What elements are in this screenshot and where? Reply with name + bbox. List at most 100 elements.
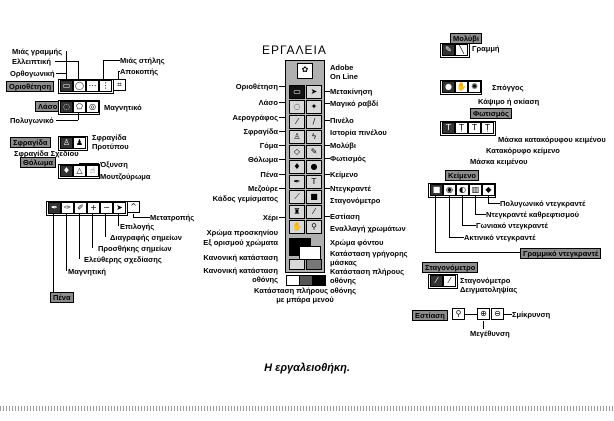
dodge-icon[interactable]: ● — [442, 81, 455, 93]
blur-icon[interactable]: ♦ — [60, 165, 73, 177]
diamond-gradient-icon[interactable]: ◆ — [482, 184, 495, 196]
label-gradient: Ντεγκραντέ — [330, 184, 371, 193]
pencil-tool-icon[interactable]: ✎ — [306, 145, 322, 159]
label-default-colors: Εξ ορισμού χρώματα — [203, 238, 278, 247]
label-color-sampler: Σταγονόμετρο Δειγματοληψίας — [460, 276, 518, 294]
crop-icon[interactable]: ⌗ — [113, 79, 126, 91]
line-icon[interactable]: ╲ — [455, 44, 468, 56]
lasso-icon[interactable]: ◌ — [60, 101, 73, 113]
direct-selection-icon[interactable]: ➤ — [113, 202, 126, 214]
type-tool-icon[interactable]: T — [306, 175, 322, 189]
label-pen: Πένα — [260, 170, 278, 179]
standard-screen-icon[interactable] — [286, 275, 300, 286]
stamp-tool-icon[interactable]: ♙ — [289, 130, 305, 144]
label-freeform-pen: Ελεύθερης σχεδίασης — [84, 255, 162, 264]
full-screen-icon[interactable] — [312, 275, 326, 286]
zoom-group-box: Εστίαση — [412, 310, 448, 321]
angle-gradient-icon[interactable]: ◐ — [456, 184, 469, 196]
label-adobe-online: Adobe On Line — [330, 63, 358, 81]
ellipse-marquee-icon[interactable]: ◯ — [73, 80, 86, 92]
reflected-gradient-icon[interactable]: ▥ — [469, 184, 482, 196]
label-rubber-stamp: Σφραγίδα Προτύπου — [92, 133, 129, 151]
label-move: Μετακίνηση — [330, 87, 373, 96]
column-marquee-icon[interactable]: ⋮ — [99, 80, 112, 92]
zoom-icon[interactable]: ⚲ — [452, 308, 465, 320]
label-vertical-type-mask: Μάσκα κατακόρυφου κειμένου — [498, 135, 606, 144]
vertical-type-icon[interactable]: T — [468, 122, 481, 134]
label-add-anchor: Προσθήκης σημείων — [98, 244, 172, 253]
label-zoom: Εστίαση — [330, 212, 360, 221]
label-history-brush: Ιστορία πινέλου — [330, 128, 387, 137]
label-polygonal-lasso: Πολυγωνικό — [10, 116, 54, 125]
history-brush-icon[interactable]: ϟ — [306, 130, 322, 144]
move-tool-icon[interactable]: ➤ — [306, 85, 322, 99]
marquee-options-strip: ▭ ◯ ⋯ ⋮ — [58, 79, 114, 94]
marquee-tool-icon[interactable]: ▭ — [289, 85, 305, 99]
dodge-options-strip: ● ✋ ✺ — [440, 80, 482, 95]
convert-point-icon[interactable]: ^ — [127, 201, 140, 213]
pen-icon[interactable]: ✒ — [48, 202, 61, 214]
rect-marquee-icon[interactable]: ▭ — [60, 80, 73, 92]
add-anchor-icon[interactable]: + — [87, 202, 100, 214]
label-blur: Θόλωμα — [247, 155, 278, 164]
zoom-tool-icon[interactable]: ⚲ — [306, 220, 322, 234]
label-reflected-gradient: Ντεγκραντέ καθρεφτισμού — [486, 210, 579, 219]
measure-tool-icon[interactable]: ⟋ — [289, 190, 305, 204]
magnetic-pen-icon[interactable]: ✑ — [61, 202, 74, 214]
label-type: Κείμενο — [330, 170, 358, 179]
dodge-tool-icon[interactable]: ● — [306, 160, 322, 174]
eyedropper-icon[interactable]: ⁄ — [430, 275, 443, 287]
magnetic-lasso-icon[interactable]: ◎ — [86, 101, 99, 113]
label-foreground-color: Χρώμα προσκηνίου — [206, 228, 278, 237]
delete-anchor-icon[interactable]: − — [100, 202, 113, 214]
pattern-stamp-icon[interactable]: ♟ — [73, 137, 86, 149]
zoom-in-icon[interactable]: ⊕ — [477, 308, 490, 320]
adobe-online-icon[interactable]: ✿ — [297, 63, 313, 79]
quick-mask-mode-icon[interactable] — [306, 259, 322, 270]
label-quick-mask: Κατάσταση γρήγορης μάσκας — [330, 249, 408, 267]
rubber-stamp-icon[interactable]: ♙ — [60, 137, 73, 149]
pen-tool-icon[interactable]: ✒ — [289, 175, 305, 189]
full-screen-menu-icon[interactable] — [299, 275, 313, 286]
eraser-tool-icon[interactable]: ◇ — [289, 145, 305, 159]
type-icon[interactable]: T — [442, 122, 455, 134]
row-marquee-icon[interactable]: ⋯ — [86, 80, 99, 92]
pencil-icon[interactable]: ✎ — [442, 44, 455, 56]
magic-wand-icon[interactable]: ✦ — [306, 100, 322, 114]
label-airbrush: Αερογράφος — [232, 113, 278, 122]
paint-bucket-icon[interactable]: ♜ — [289, 205, 305, 219]
paintbrush-tool-icon[interactable]: / — [306, 115, 322, 129]
background-color-swatch[interactable] — [299, 246, 321, 260]
label-sponge: Σπόγγος — [492, 83, 524, 92]
gradient-tool-icon[interactable]: ■ — [306, 190, 322, 204]
zoom-out-icon[interactable]: ⊖ — [491, 308, 504, 320]
polygonal-lasso-icon[interactable]: ⬠ — [73, 101, 86, 113]
vertical-type-mask-icon[interactable]: Ṭ — [481, 122, 494, 134]
hand-tool-icon[interactable]: ✋ — [289, 220, 305, 234]
linear-gradient-icon[interactable]: ■ — [430, 184, 443, 196]
sharpen-icon[interactable]: △ — [73, 165, 86, 177]
label-magic-wand: Μαγικό ραβδί — [330, 99, 379, 108]
eyedropper-tool-icon[interactable]: ⁄ — [306, 205, 322, 219]
label-delete-anchor: Διαγραφής σημείων — [110, 233, 182, 242]
type-mask-icon[interactable]: Ṭ — [455, 122, 468, 134]
label-eraser: Γόμα — [259, 141, 278, 150]
sponge-icon[interactable]: ✺ — [468, 81, 481, 93]
color-sampler-icon[interactable]: ⁄ — [443, 275, 456, 287]
airbrush-tool-icon[interactable]: ⁄ — [289, 115, 305, 129]
freeform-pen-icon[interactable]: ✐ — [74, 202, 87, 214]
standard-mode-icon[interactable] — [289, 259, 305, 270]
lasso-tool-icon[interactable]: ◌ — [289, 100, 305, 114]
label-hand: Χέρι — [262, 213, 278, 222]
gradient-options-strip: ■ ◉ ◐ ▥ ◆ — [428, 183, 496, 198]
label-single-row: Μιάς γραμμής — [12, 47, 63, 56]
figure-caption: Η εργαλειοθήκη. — [264, 362, 350, 374]
blur-tool-icon[interactable]: ♦ — [289, 160, 305, 174]
label-sharpen: Όξυνση — [100, 160, 128, 169]
radial-gradient-icon[interactable]: ◉ — [443, 184, 456, 196]
burn-icon[interactable]: ✋ — [455, 81, 468, 93]
label-stamp: Σφραγίδα — [243, 127, 278, 136]
smudge-icon[interactable]: ☝ — [86, 165, 99, 177]
label-marquee: Οριοθέτηση — [235, 82, 278, 91]
label-standard-mode: Κανονική κατάσταση — [203, 253, 278, 262]
